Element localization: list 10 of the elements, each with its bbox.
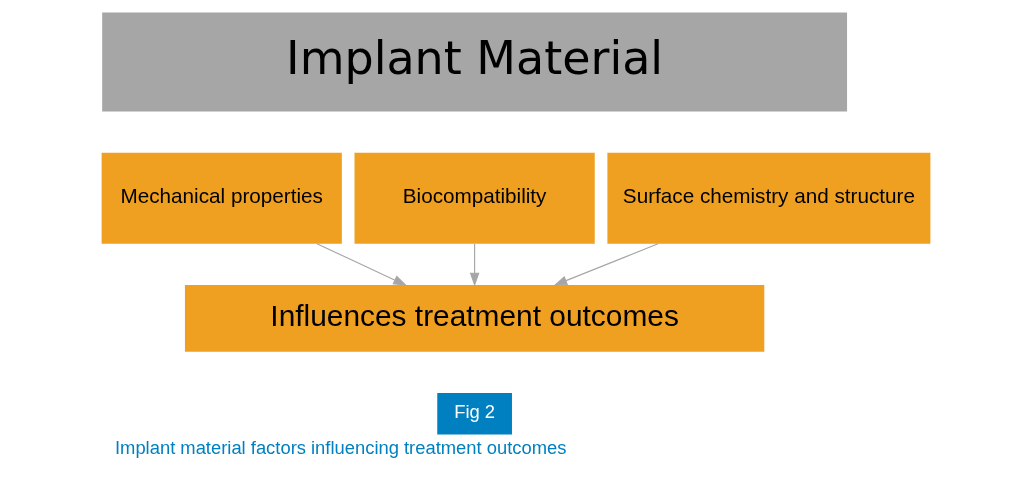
node-box: Surface chemistry and structure	[607, 152, 931, 244]
node-box: Influences treatment outcomes	[184, 285, 765, 352]
label: Fig 2	[454, 401, 496, 423]
node-box: Biocompatibility	[354, 152, 595, 244]
arrow	[316, 243, 408, 286]
arrow	[553, 243, 659, 286]
node-box: Implant Material	[102, 12, 848, 112]
arrow	[469, 243, 480, 287]
node-box: Mechanical properties	[101, 152, 342, 244]
caption: Implant material factors influencing treatment outcomes	[114, 436, 567, 458]
